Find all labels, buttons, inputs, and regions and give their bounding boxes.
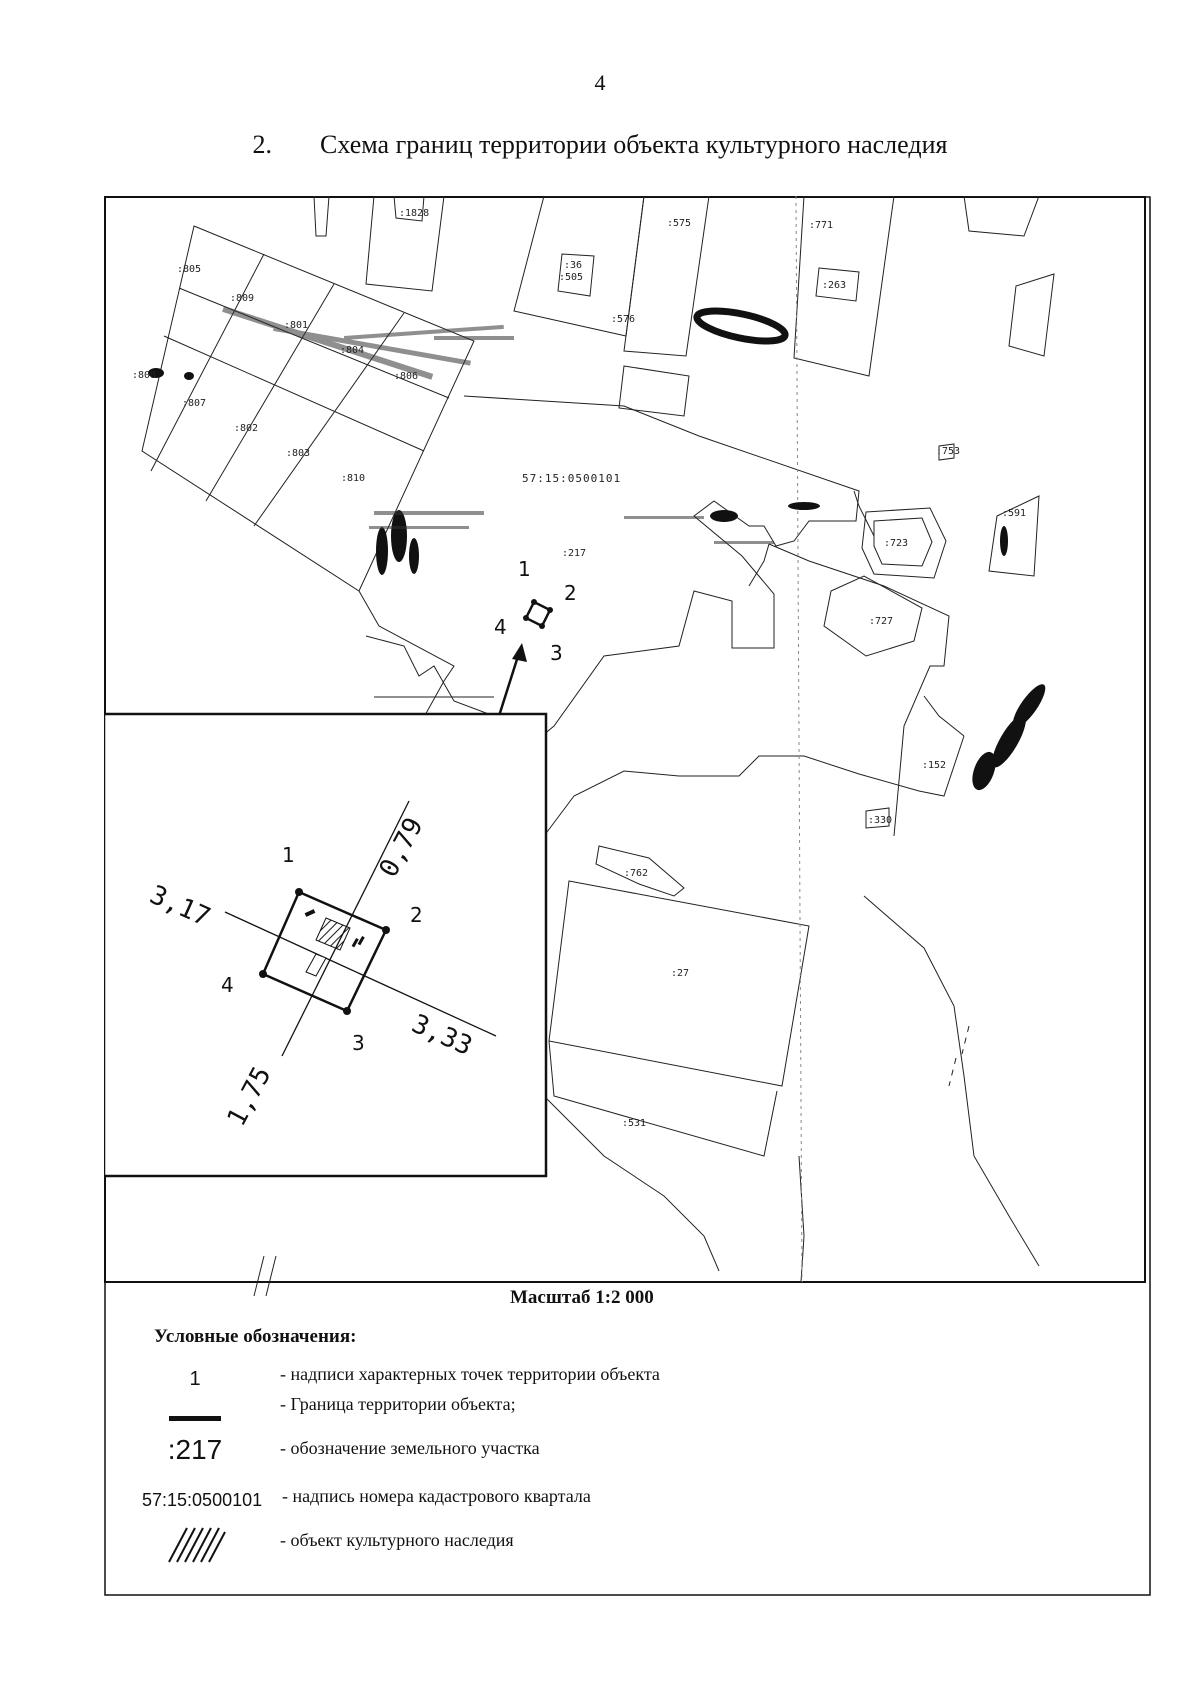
legend-item: :217 - обозначение земельного участка [110, 1434, 910, 1478]
legend-symbol-point: 1 [189, 1368, 201, 1390]
boundary-point-label: 3 [550, 641, 563, 665]
parcel-217-contour [365, 395, 965, 837]
parcel-label: :152 [922, 760, 946, 771]
parcel-label: :807 [182, 398, 206, 409]
parcel-label: :27 [671, 968, 689, 979]
legend-item: 57:15:0500101 - надпись номера кадастров… [110, 1486, 910, 1526]
inset-point-label: 2 [410, 903, 423, 927]
parcel-label: :591 [1002, 508, 1026, 519]
speckle-dots [222, 306, 774, 698]
grid-line-vertical [795, 196, 803, 1283]
parcel-label: :806 [394, 371, 418, 382]
east-buildings [595, 443, 1040, 897]
hatch-icon [110, 1524, 280, 1569]
boundary-point-label: 2 [564, 581, 577, 605]
parcel-label: :801 [284, 320, 308, 331]
heritage-object [315, 917, 351, 951]
legend-item: - объект культурного наследия [110, 1524, 910, 1564]
parcel-label: :804 [340, 345, 364, 356]
inset-detail: 1 2 3 4 0,79 3,17 3,33 1,75 [104, 712, 548, 1178]
legend-title: Условные обозначения: [154, 1326, 357, 1347]
parcel-label: :217 [562, 548, 586, 559]
legend-description: - надпись номера кадастрового квартала [282, 1486, 591, 1506]
map-scale: Масштаб 1:2 000 [510, 1287, 654, 1308]
north-parcels [313, 196, 1055, 417]
heading-number: 2. [252, 130, 273, 159]
parcel-label: :505 [559, 272, 583, 283]
vegetation-marks [148, 307, 1046, 791]
parcel-label: :771 [809, 220, 833, 231]
parcel-label: :753 [936, 446, 960, 457]
legend-symbol-cadastral: 57:15:0500101 [142, 1490, 263, 1510]
inset-point-label: 3 [352, 1031, 365, 1055]
parcel-label: :36 [564, 260, 582, 271]
parcel-label: :762 [624, 868, 648, 879]
cadastral-map[interactable]: :805 :809 :801 :804 :806 :808 :807 :802 … [104, 196, 1154, 1596]
parcel-label: :803 [286, 448, 310, 459]
legend-item: 1 - надписи характерных точек территории… [110, 1364, 910, 1404]
legend-description: - объект культурного наследия [280, 1530, 514, 1550]
pointer-arrow [497, 643, 527, 717]
legend-description: - Граница территории объекта; [280, 1394, 516, 1414]
heading-title: Схема границ территории объекта культурн… [320, 130, 948, 159]
south-parcels [253, 880, 1040, 1297]
parcel-label: :575 [667, 218, 691, 229]
parcel-label: :576 [611, 314, 635, 325]
parcel-label: :723 [884, 538, 908, 549]
legend-description: - обозначение земельного участка [280, 1438, 540, 1458]
page-title: 2. Схема границ территории объекта культу… [0, 130, 1200, 160]
object-boundary-small: 1 2 3 4 [494, 557, 577, 665]
parcel-label: :531 [622, 1118, 646, 1129]
legend-description: - надписи характерных точек территории о… [280, 1364, 660, 1384]
parcel-label: :810 [341, 473, 365, 484]
page-number: 4 [594, 70, 606, 95]
parcel-label: :809 [230, 293, 254, 304]
parcel-label: :802 [234, 423, 258, 434]
inset-point-label: 4 [221, 973, 234, 997]
boundary-line-icon [110, 1408, 280, 1426]
parcel-label: :808 [132, 370, 156, 381]
boundary-point-label: 1 [518, 557, 531, 581]
legend-symbol-parcel: :217 [167, 1434, 223, 1465]
cadastral-quarter-label: 57:15:0500101 [522, 472, 621, 485]
inset-point-label: 1 [282, 843, 295, 867]
parcel-label: :1828 [399, 208, 429, 219]
parcel-label: :330 [868, 815, 892, 826]
parcel-label: :263 [822, 280, 846, 291]
parcel-label: :805 [177, 264, 201, 275]
parcel-grid [141, 225, 480, 737]
parcel-labels: :805 :809 :801 :804 :806 :808 :807 :802 … [132, 208, 1026, 1129]
legend-item: - Граница территории объекта; [110, 1394, 910, 1434]
parcel-label: :727 [869, 616, 893, 627]
boundary-point-label: 4 [494, 615, 507, 639]
